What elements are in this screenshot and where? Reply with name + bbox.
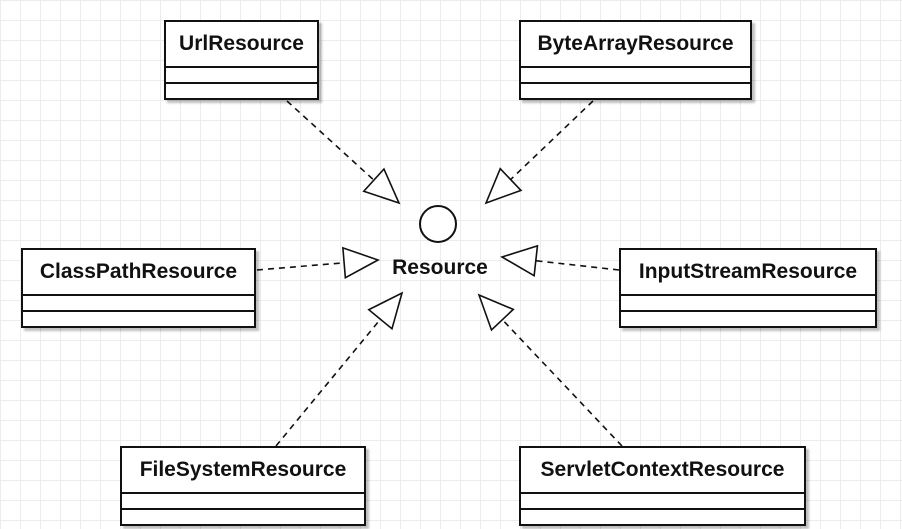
- methods-compartment: [23, 312, 254, 326]
- realization-url: [286, 100, 401, 205]
- realization-servletcontext: [477, 293, 623, 447]
- attributes-compartment: [166, 68, 317, 84]
- dashed-connector: [275, 318, 382, 447]
- dashed-connector: [256, 262, 345, 271]
- hollow-triangle-arrowhead-icon: [341, 246, 380, 280]
- dashed-connector: [535, 259, 620, 271]
- hollow-triangle-arrowhead-icon: [477, 293, 515, 332]
- hollow-triangle-arrowhead-icon: [362, 167, 401, 205]
- attributes-compartment: [621, 296, 875, 312]
- methods-compartment: [122, 510, 364, 524]
- realization-classpath: [256, 246, 380, 280]
- class-box-inputstream[interactable]: InputStreamResource: [619, 248, 877, 328]
- hollow-triangle-arrowhead-icon: [484, 167, 523, 205]
- methods-compartment: [166, 84, 317, 98]
- realization-bytearray: [484, 100, 594, 205]
- class-box-filesystem[interactable]: FileSystemResource: [120, 446, 366, 526]
- attributes-compartment: [521, 68, 750, 84]
- hollow-triangle-arrowhead-icon: [367, 291, 404, 331]
- dashed-connector: [286, 100, 375, 181]
- interface-label: Resource: [392, 256, 488, 279]
- class-name: ClassPathResource: [23, 250, 254, 296]
- class-name: ServletContextResource: [521, 448, 804, 494]
- realization-inputstream: [500, 244, 620, 277]
- methods-compartment: [521, 510, 804, 524]
- class-box-servletcontext[interactable]: ServletContextResource: [519, 446, 806, 526]
- dashed-connector: [501, 319, 623, 447]
- methods-compartment: [521, 84, 750, 98]
- class-name: UrlResource: [166, 22, 317, 68]
- class-box-classpath[interactable]: ClassPathResource: [21, 248, 256, 328]
- class-box-bytearray[interactable]: ByteArrayResource: [519, 20, 752, 100]
- attributes-compartment: [521, 494, 804, 510]
- hollow-triangle-arrowhead-icon: [500, 244, 539, 277]
- dashed-connector: [510, 100, 594, 181]
- realization-filesystem: [275, 291, 404, 447]
- interface-circle-icon: [419, 205, 457, 243]
- class-name: ByteArrayResource: [521, 22, 750, 68]
- methods-compartment: [621, 312, 875, 326]
- class-box-url[interactable]: UrlResource: [164, 20, 319, 100]
- class-name: FileSystemResource: [122, 448, 364, 494]
- attributes-compartment: [122, 494, 364, 510]
- class-name: InputStreamResource: [621, 250, 875, 296]
- attributes-compartment: [23, 296, 254, 312]
